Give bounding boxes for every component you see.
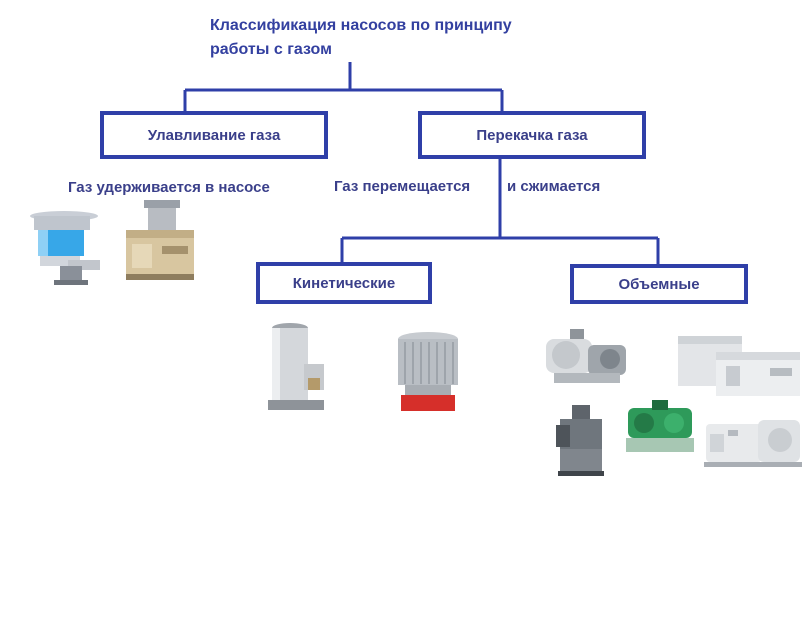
volumetric-box: Объемные [570, 264, 748, 304]
transfer-box: Перекачка газа [418, 111, 646, 159]
cryopump-icon [24, 208, 104, 286]
diffusion-pump-icon [268, 320, 328, 412]
ion-pump-icon [122, 196, 198, 286]
title-line-1: Классификация насосов по принципу [210, 14, 610, 38]
dry-pump-icon [676, 330, 802, 402]
capture-box: Улавливание газа [100, 111, 328, 159]
diagram-title: Классификация насосов по принципу работы… [210, 14, 610, 62]
transfer-note-right: и сжимается [507, 178, 600, 195]
kinetic-box: Кинетические [256, 262, 432, 304]
turbomolecular-pump-icon [395, 330, 461, 414]
capture-note: Газ удерживается в насосе [68, 179, 270, 196]
title-line-2: работы с газом [210, 38, 610, 62]
scroll-pump-icon [540, 325, 634, 391]
transfer-note-left: Газ перемещается [334, 178, 470, 195]
claw-pump-icon [702, 410, 804, 470]
rotary-vane-pump-icon [554, 403, 608, 477]
roots-pump-icon [622, 398, 698, 458]
